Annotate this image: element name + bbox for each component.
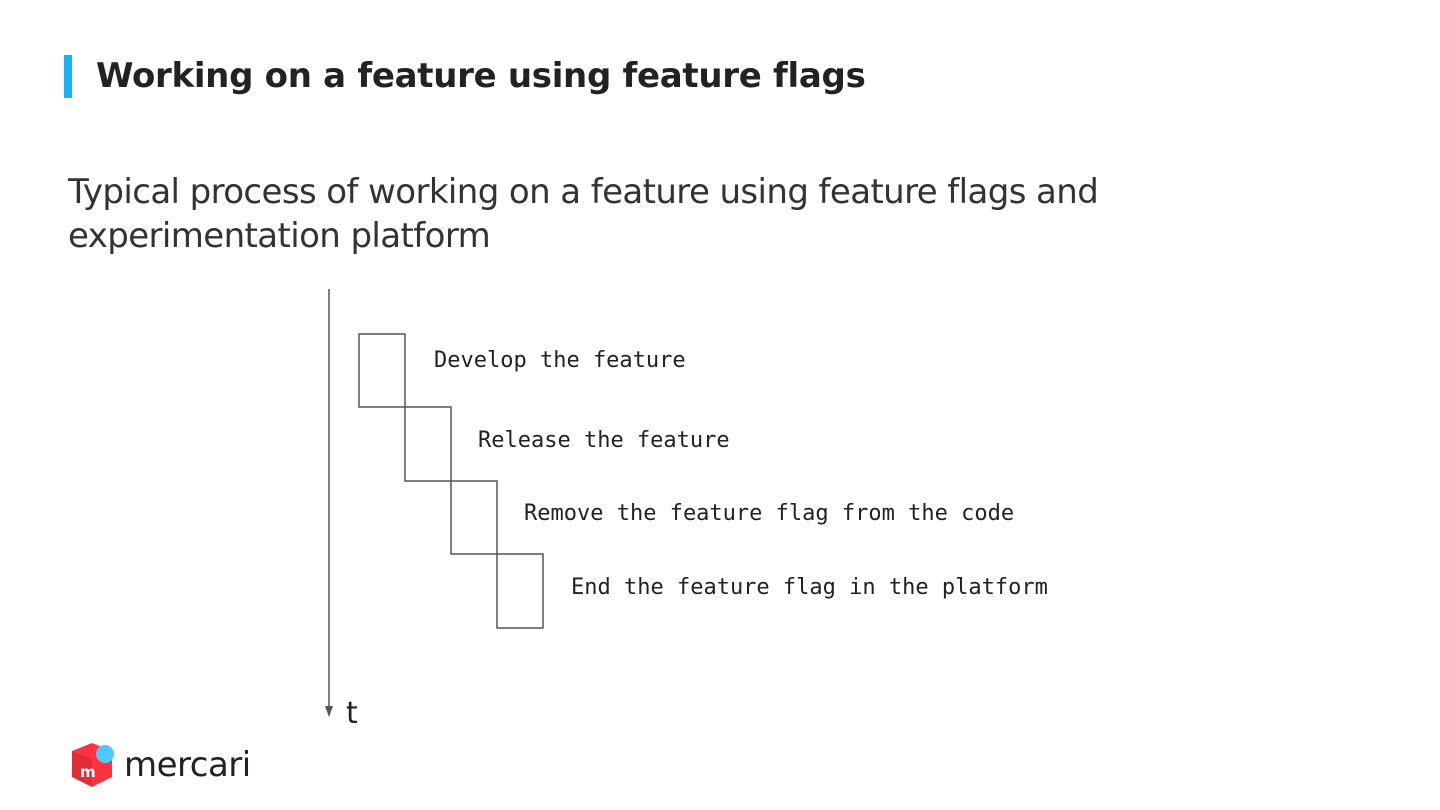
step-label-develop: Develop the feature <box>434 348 686 373</box>
step-label-end-flag: End the feature flag in the platform <box>571 575 1048 600</box>
mercari-logo: m mercari <box>70 740 251 790</box>
mercari-logo-mark-icon: m <box>72 743 114 787</box>
slide-subtitle: Typical process of working on a feature … <box>68 172 1099 256</box>
step-box-release <box>404 406 452 482</box>
title-accent-bar <box>64 55 72 98</box>
step-box-develop <box>358 333 406 408</box>
mercari-wordmark: mercari <box>124 745 251 785</box>
step-label-remove-flag: Remove the feature flag from the code <box>524 501 1014 526</box>
logo-mark-letter: m <box>80 763 96 781</box>
step-box-end-flag <box>496 553 544 629</box>
step-label-release: Release the feature <box>478 428 730 453</box>
time-axis-arrowhead <box>325 706 333 717</box>
slide-title: Working on a feature using feature flags <box>96 56 866 96</box>
time-axis-label: t <box>346 696 358 731</box>
step-box-remove-flag <box>450 480 498 555</box>
